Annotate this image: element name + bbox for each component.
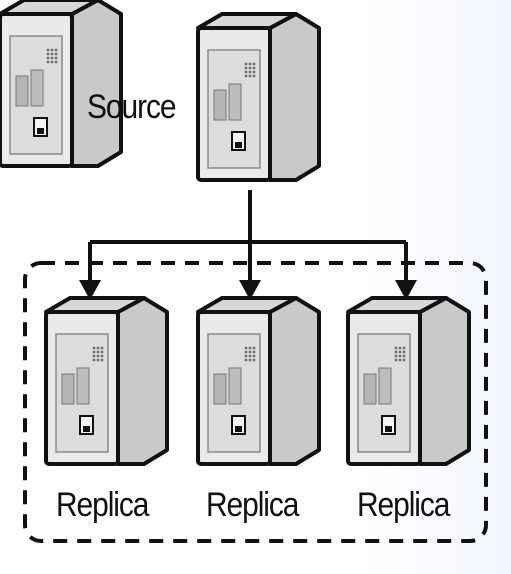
replica-2-label: Replica [206,486,299,524]
arrow-down-icon [239,280,261,300]
replica-3-label: Replica [357,486,450,524]
arrow-down-icon [79,280,101,300]
arrow-down-icon [395,280,417,300]
replica-2-server-icon [196,296,321,466]
source-label: Source [87,88,177,126]
replica-1-label: Replica [56,486,149,524]
source-server-icon [196,12,321,182]
replica-3-server-icon [346,296,471,466]
replica-1-server-icon [44,296,169,466]
connectors [88,190,408,284]
replica-group-boundary [23,261,488,543]
